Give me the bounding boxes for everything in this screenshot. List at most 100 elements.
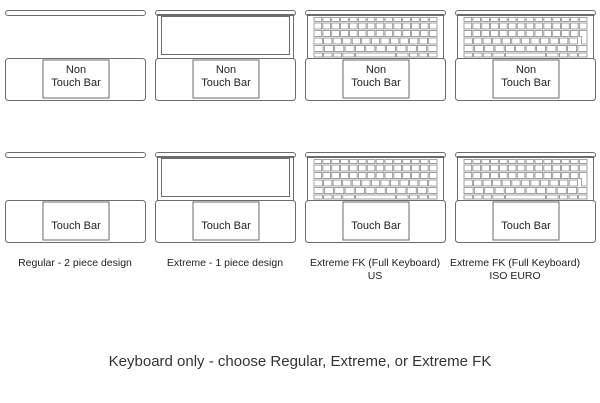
key: [366, 159, 376, 164]
key: [340, 164, 349, 172]
hinge-strip: [5, 10, 146, 16]
key: [463, 179, 473, 187]
key: [355, 52, 396, 58]
enter-key: [578, 30, 588, 45]
trackpad-label: Non Touch Bar: [43, 64, 109, 90]
key: [417, 187, 428, 194]
key: [481, 17, 490, 22]
key: [463, 22, 473, 30]
key: [406, 45, 417, 52]
key: [499, 172, 508, 179]
key: [402, 30, 411, 37]
trackpad-label: Touch Bar: [343, 220, 409, 233]
key: [530, 179, 540, 187]
key: [516, 159, 526, 164]
key: [540, 179, 550, 187]
key: [323, 194, 333, 200]
key: [534, 22, 544, 30]
hinge-strip: [305, 152, 446, 158]
caption-line: US: [367, 270, 383, 282]
key: [559, 37, 569, 45]
key: [355, 194, 396, 200]
trackpad-label-line: Non: [365, 64, 387, 76]
key: [463, 45, 474, 52]
key: [366, 164, 376, 172]
trackpad-label: Touch Bar: [193, 220, 259, 233]
key: [349, 17, 358, 22]
key: [370, 37, 381, 45]
key: [561, 22, 570, 30]
key: [463, 164, 473, 172]
caption-extreme: Extreme - 1 piece design: [140, 257, 310, 270]
key: [370, 179, 381, 187]
key: [409, 37, 419, 45]
key: [511, 37, 521, 45]
key: [340, 159, 349, 164]
key: [463, 52, 473, 58]
key: [534, 159, 544, 164]
key: [543, 164, 552, 172]
key: [313, 52, 323, 58]
key: [515, 45, 526, 52]
key: [568, 194, 578, 200]
key: [342, 194, 355, 200]
key: [322, 22, 331, 30]
key: [543, 159, 552, 164]
key: [384, 22, 394, 30]
key: [393, 172, 402, 179]
key: [499, 17, 508, 22]
key: [402, 164, 411, 172]
trackpad: [342, 201, 410, 241]
key: [323, 52, 333, 58]
key: [578, 159, 588, 164]
key: [516, 22, 526, 30]
key: [552, 164, 561, 172]
key: [501, 37, 511, 45]
key: [578, 194, 588, 200]
key: [516, 30, 526, 37]
key: [505, 187, 515, 194]
key: [561, 172, 570, 179]
key: [342, 179, 352, 187]
key: [402, 17, 411, 22]
key: [520, 37, 531, 45]
key: [490, 30, 499, 37]
key: [472, 159, 481, 164]
key: [567, 187, 578, 194]
key: [334, 45, 345, 52]
key: [409, 179, 419, 187]
key: [568, 37, 578, 45]
key: [313, 179, 323, 187]
key: [520, 179, 531, 187]
key: [578, 22, 588, 30]
key: [463, 30, 473, 37]
key: [536, 45, 546, 52]
key: [384, 159, 394, 164]
trackpad-label-line: Touch Bar: [201, 77, 251, 89]
key: [473, 187, 484, 194]
trackpad-label: Touch Bar: [493, 220, 559, 233]
key: [525, 187, 536, 194]
laptop-outline-extreme: [155, 152, 296, 243]
key: [411, 22, 420, 30]
key: [361, 179, 371, 187]
hinge-strip: [155, 152, 296, 158]
key: [313, 187, 324, 194]
trackpad: [342, 59, 410, 99]
key: [313, 22, 323, 30]
key: [323, 179, 333, 187]
key: [501, 179, 511, 187]
caption-line: ISO EURO: [489, 270, 541, 282]
key: [516, 164, 526, 172]
key: [472, 30, 481, 37]
hinge-strip: [455, 152, 596, 158]
key: [556, 45, 567, 52]
laptop-outline-extreme: [155, 10, 296, 101]
key: [357, 22, 367, 30]
palm-rest: [455, 200, 596, 243]
key: [349, 159, 358, 164]
hinge-strip: [5, 152, 146, 158]
key: [492, 179, 502, 187]
key: [568, 52, 578, 58]
key: [490, 164, 499, 172]
